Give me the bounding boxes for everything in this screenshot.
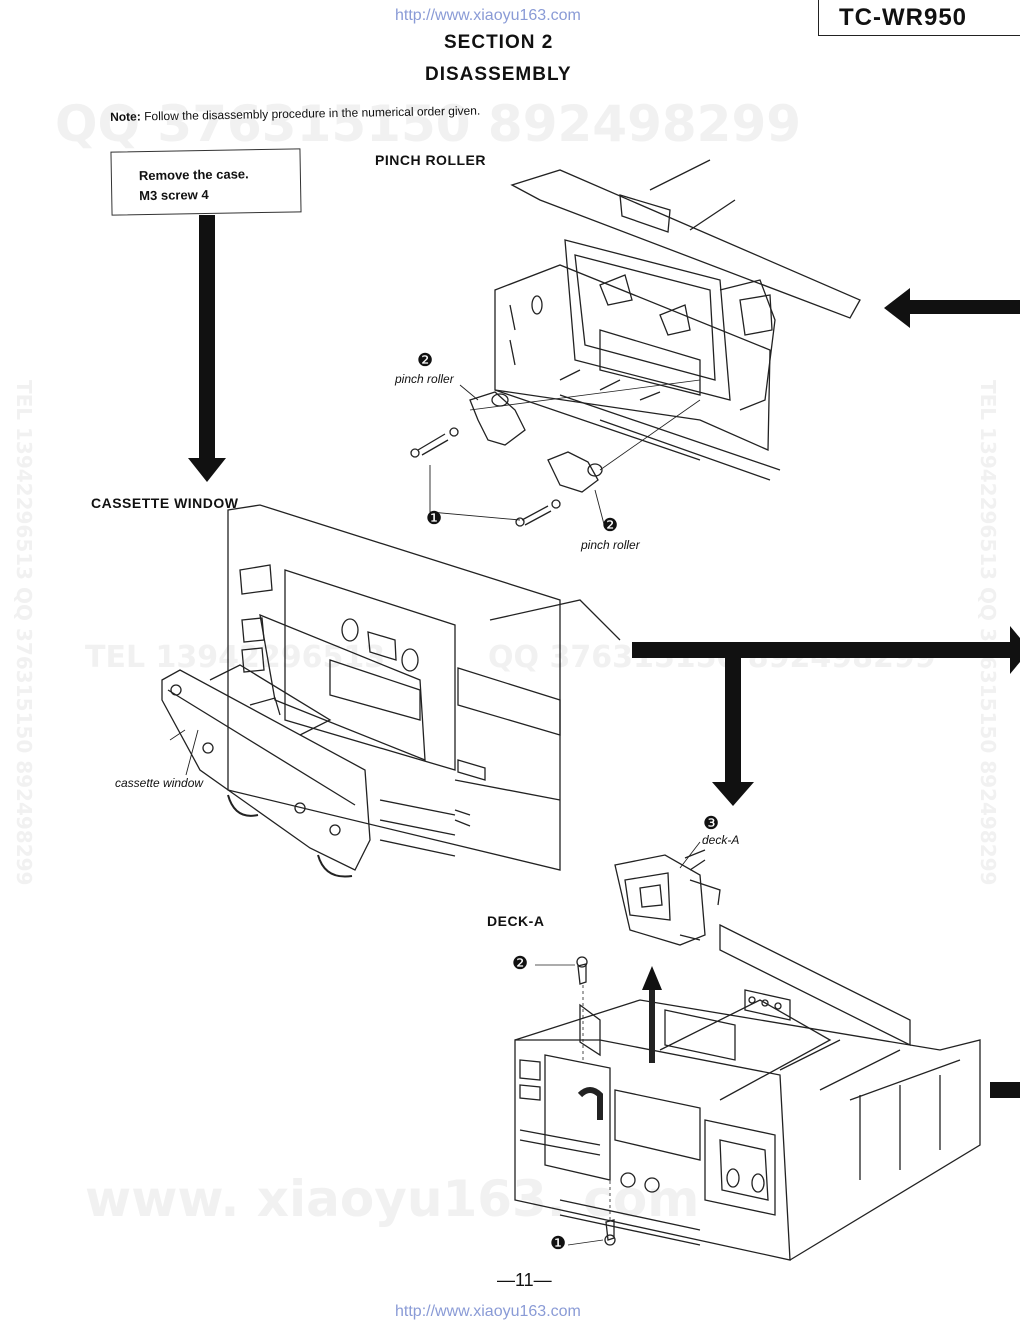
page-number: —11— [497,1270,552,1290]
deck-step-1-marker: ❶ [550,1233,567,1253]
page-title: DISASSEMBLY [425,64,572,85]
pinch-roller-label-top: pinch roller [395,372,454,386]
pinch-roller-mechanism-drawing [410,159,861,527]
deck-step-2-marker: ❷ [512,953,529,973]
watermark-side-left: TEL 13942296513 QQ 376315150 892498299 [12,380,36,886]
step-3-marker: ❸ [703,813,720,833]
step-2-marker-top: ❷ [417,350,434,370]
deck-a-label: deck-A [702,833,740,847]
model-number: TC-WR950 [818,0,1020,36]
watermark-side-right: TEL 13942296513 QQ 376315150 892498299 [976,380,1000,886]
cassette-window-drawing [161,504,621,878]
main-unit-drawing [514,849,981,1261]
step-2-marker-bottom: ❷ [602,515,619,535]
deck-a-heading: DECK-A [487,913,545,929]
cassette-window-heading: CASSETTE WINDOW [91,495,239,511]
watermark-qq-top: QQ 376315150 892498299 [55,95,802,153]
step-1-marker: ❶ [426,508,443,528]
pinch-roller-label-bottom: pinch roller [581,538,640,552]
cassette-window-label: cassette window [115,776,204,790]
section-number: SECTION 2 [444,32,554,53]
pinch-roller-heading: PINCH ROLLER [375,152,486,168]
source-url-top[interactable]: http://www.xiaoyu163.com [395,7,581,24]
source-url-bottom[interactable]: http://www.xiaoyu163.com [395,1303,581,1320]
procedure-arrows [188,215,1020,1098]
